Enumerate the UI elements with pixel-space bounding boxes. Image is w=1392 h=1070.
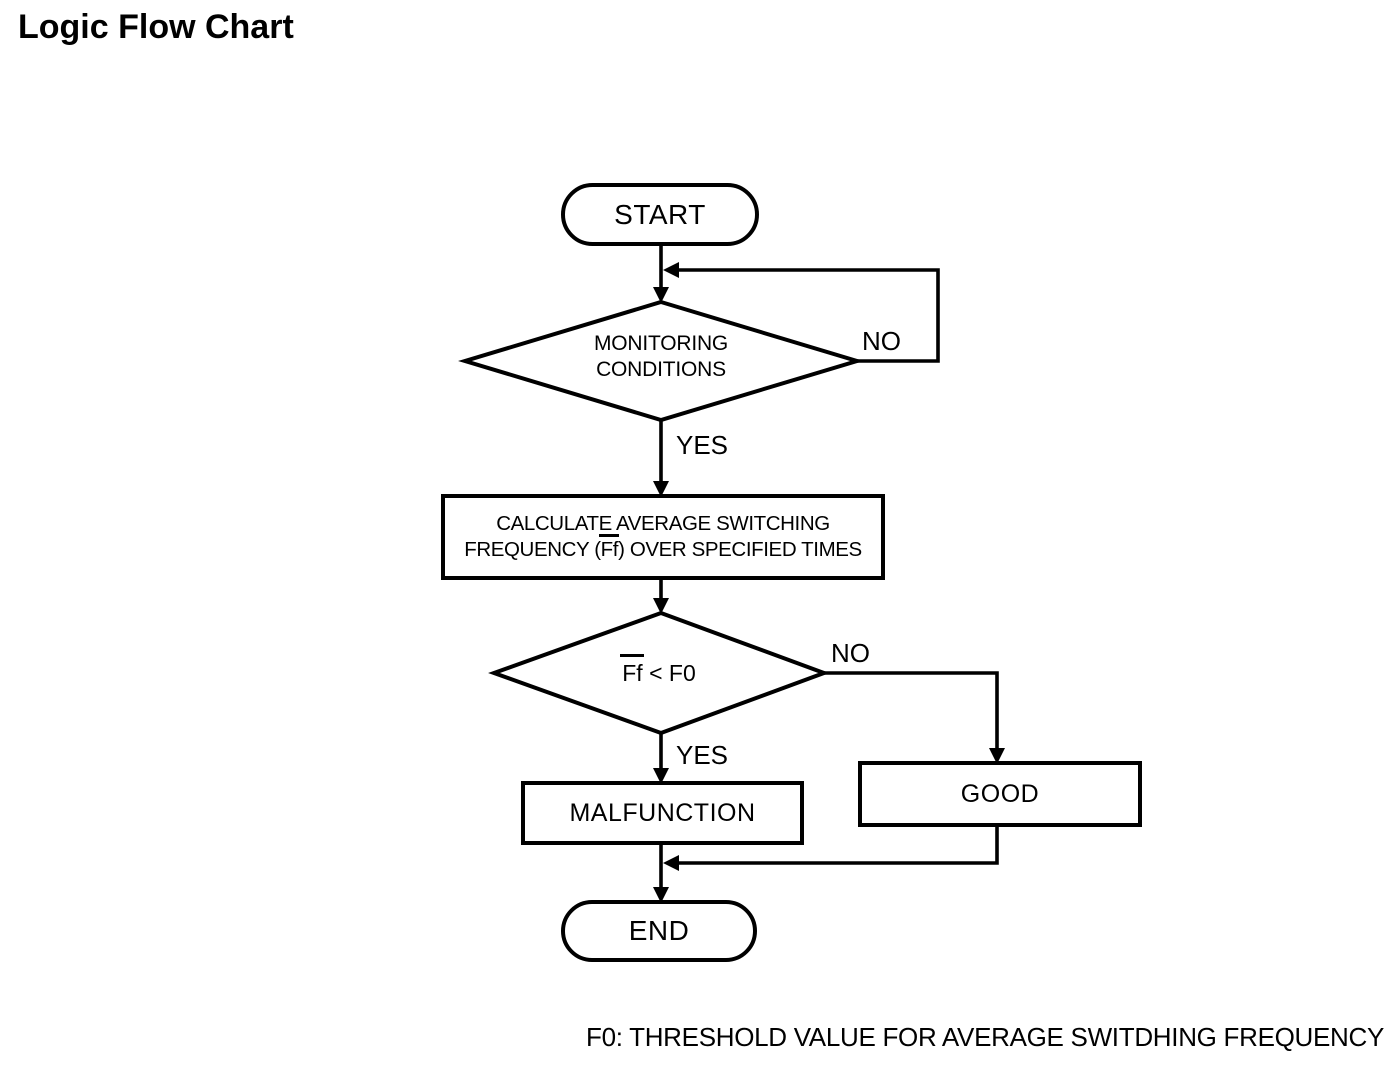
start-terminator-shape <box>561 183 759 246</box>
start-node-label: START <box>614 198 706 230</box>
edge-label-threshold-yes: YES <box>676 740 729 770</box>
monitoring-decision-label: MONITORING CONDITIONS <box>465 302 857 420</box>
arrowhead-into-calculate <box>653 481 669 497</box>
calculate-process-label: CALCULATE AVERAGE SWITCHING FREQUENCY (F… <box>443 496 883 578</box>
threshold-overlined-ff: Ff <box>620 654 645 686</box>
node-shapes <box>441 183 1142 962</box>
arrowhead-into-malfunction <box>653 768 669 784</box>
connector-good-to-merge <box>678 825 999 865</box>
malfunction-node-label: MALFUNCTION <box>569 799 756 827</box>
arrowhead-good-merge <box>663 855 679 871</box>
arrowhead-into-threshold <box>653 598 669 614</box>
threshold-expression: Ff < F0 <box>620 654 696 686</box>
end-terminator-shape <box>561 900 757 962</box>
threshold-decision-shape <box>488 610 830 736</box>
arrowhead-into-monitoring <box>653 287 669 303</box>
calculate-line1: CALCULATE AVERAGE SWITCHING <box>496 512 830 535</box>
monitoring-decision-line2: CONDITIONS <box>596 358 726 381</box>
edge-label-monitoring-no: NO <box>862 326 901 356</box>
threshold-decision-label: Ff < F0 <box>494 613 824 733</box>
good-node-label: GOOD <box>960 780 1040 808</box>
page-title: Logic Flow Chart <box>18 8 294 46</box>
connector-monitoring-no-loop <box>678 268 940 363</box>
calculate-process-shape <box>441 494 885 580</box>
connector-lines <box>659 244 999 891</box>
calculate-line2-overlined-ff: Ff <box>598 534 620 561</box>
edge-label-threshold-no: NO <box>831 638 870 668</box>
calculate-line2-prefix: FREQUENCY ( <box>464 538 601 561</box>
edge-label-monitoring-yes: YES <box>676 430 729 460</box>
arrowhead-no-loop-merge <box>663 262 679 278</box>
footnote: F0: THRESHOLD VALUE FOR AVERAGE SWITDHIN… <box>586 1022 1385 1052</box>
malfunction-process-shape <box>521 781 804 845</box>
calculate-line2-suffix: ) OVER SPECIFIED TIMES <box>618 538 862 561</box>
arrowheads <box>653 262 1005 903</box>
arrowhead-into-end <box>653 887 669 903</box>
end-node-label: END <box>628 915 690 946</box>
good-process-shape <box>858 761 1142 827</box>
arrowhead-into-good <box>989 748 1005 764</box>
monitoring-decision-shape <box>458 299 864 423</box>
monitoring-decision-line1: MONITORING <box>593 332 729 355</box>
threshold-rest: < F0 <box>642 660 696 686</box>
connector-threshold-no-to-good <box>824 671 999 752</box>
calculate-line2: FREQUENCY (Ff) OVER SPECIFIED TIMES <box>464 534 862 563</box>
